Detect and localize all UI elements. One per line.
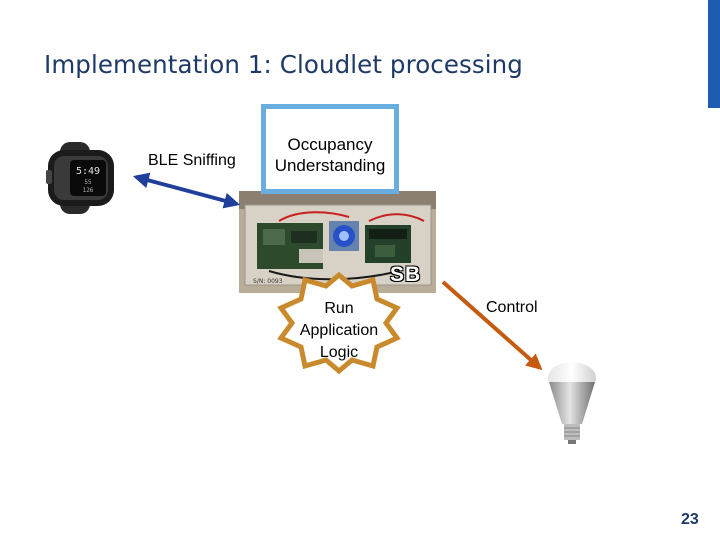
light-bulb-image [548, 362, 596, 444]
page-number: 23 [681, 511, 699, 528]
watch-sub1: 55 [84, 179, 92, 186]
run-logic-burst-shape [277, 271, 401, 375]
ble-sniffing-label: BLE Sniffing [148, 152, 236, 169]
board-serial-label: S/N: 0093 [253, 278, 283, 285]
occupancy-line1: Occupancy [287, 135, 373, 154]
accent-bar [708, 0, 720, 108]
ble-arrow [132, 172, 241, 209]
fitness-watch-image: 5:49 55 126 [46, 142, 114, 214]
occupancy-line2: Understanding [274, 156, 386, 175]
watch-time: 5:49 [76, 166, 100, 177]
watch-sub2: 126 [83, 187, 94, 194]
occupancy-label: Occupancy Understanding [266, 134, 394, 176]
occupancy-box [261, 104, 399, 194]
slide-title: Implementation 1: Cloudlet processing [44, 50, 523, 79]
run-line3: Logic [319, 344, 359, 361]
run-line2: Application [299, 322, 379, 339]
sb-label: SB [390, 263, 422, 286]
control-arrow [441, 280, 543, 371]
control-label: Control [486, 299, 538, 316]
run-logic-label: Run Application Logic [289, 298, 389, 364]
run-line1: Run [324, 300, 354, 317]
